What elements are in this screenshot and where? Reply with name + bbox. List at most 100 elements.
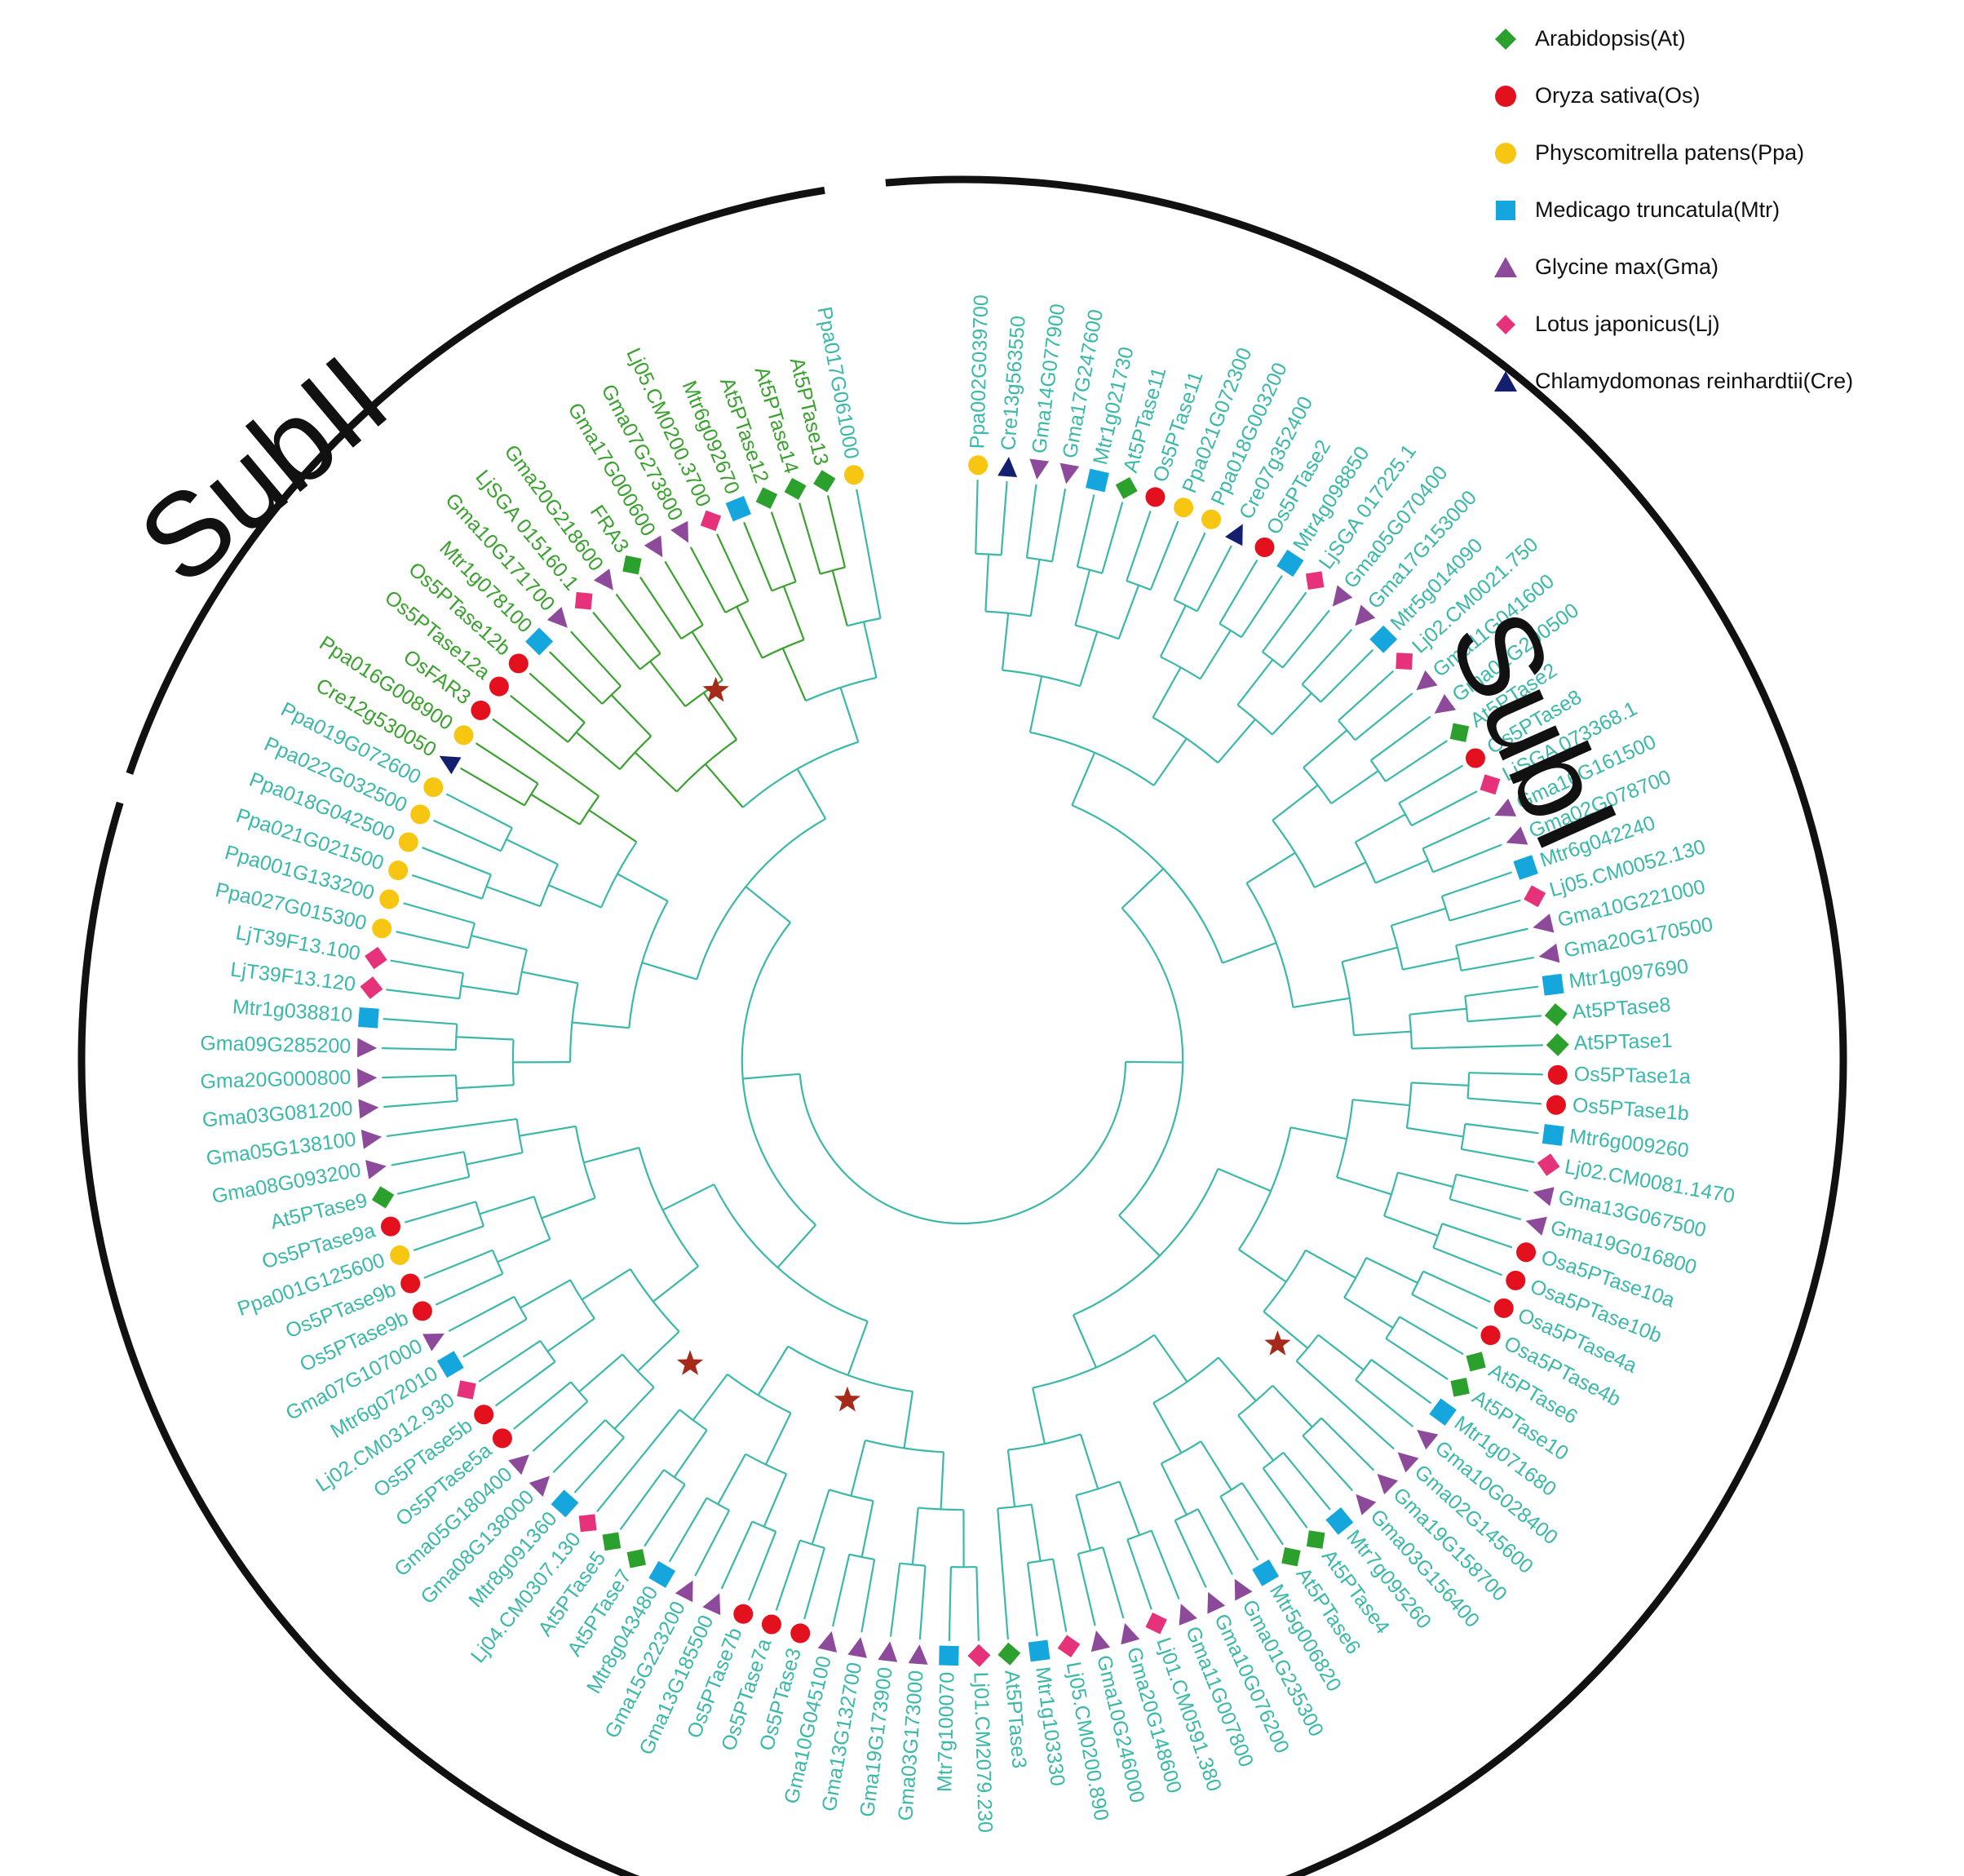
leaf-marker bbox=[1145, 487, 1166, 507]
tree-arc bbox=[745, 1453, 787, 1476]
leaf-marker bbox=[1525, 1216, 1547, 1236]
tree-branch bbox=[1402, 957, 1459, 971]
tree-branch bbox=[471, 934, 528, 951]
tree-branch bbox=[1126, 511, 1152, 582]
tree-branch bbox=[1336, 1176, 1392, 1196]
leaf-marker bbox=[423, 777, 444, 798]
leaf-marker bbox=[525, 627, 554, 656]
legend-item-mtr: Medicago truncatula(Mtr) bbox=[1493, 186, 1957, 243]
leaf-marker bbox=[1466, 1352, 1486, 1372]
tree-branch bbox=[1196, 545, 1232, 612]
tree-branch bbox=[1222, 941, 1276, 964]
leaf-marker bbox=[356, 1038, 378, 1058]
legend-item-gma: Glycine max(Gma) bbox=[1493, 243, 1957, 300]
tree-branch bbox=[391, 1151, 465, 1166]
leaf-label: Gma03G081200 bbox=[201, 1097, 354, 1132]
tree-branch bbox=[1409, 1007, 1467, 1015]
tree-branch bbox=[764, 1412, 792, 1466]
leaf-marker bbox=[1090, 1630, 1111, 1653]
tree-branch bbox=[1075, 1494, 1092, 1551]
tree-branch bbox=[615, 593, 661, 654]
legend-label: Physcomitrella patens(Ppa) bbox=[1535, 140, 1805, 165]
tree-branch bbox=[918, 1565, 927, 1640]
tree-branch bbox=[782, 586, 805, 640]
leaf-marker bbox=[422, 1333, 445, 1352]
tree-branch bbox=[717, 1453, 747, 1505]
leaf-marker bbox=[390, 1245, 410, 1265]
tree-branch bbox=[705, 763, 744, 808]
tree-branch bbox=[552, 1419, 606, 1473]
tree-branch bbox=[1152, 1402, 1183, 1453]
tree-branch bbox=[1411, 790, 1478, 827]
leaf-marker bbox=[908, 1644, 928, 1665]
tree-arc bbox=[762, 639, 805, 659]
tree-branch bbox=[1449, 1198, 1522, 1221]
leaf-marker bbox=[817, 1630, 838, 1653]
tree-branch bbox=[1449, 899, 1521, 922]
tree-branch bbox=[1237, 1414, 1275, 1462]
legend-label: Oryza sativa(Os) bbox=[1535, 83, 1701, 108]
tree-branch bbox=[1219, 1496, 1259, 1561]
tree-branch bbox=[445, 793, 513, 830]
tree-branch bbox=[581, 1268, 631, 1301]
tree-branch bbox=[691, 630, 723, 681]
leaf-label: Mtr1g038810 bbox=[232, 995, 353, 1026]
tree-arc bbox=[798, 1061, 1127, 1225]
tree-branch bbox=[462, 1318, 528, 1358]
tree-branch bbox=[1456, 1173, 1528, 1192]
tree-arc bbox=[569, 1279, 595, 1320]
tree-branch bbox=[781, 648, 807, 701]
tree-branch bbox=[583, 1147, 639, 1164]
tree-arc bbox=[574, 1126, 596, 1199]
tree-branch bbox=[541, 1197, 596, 1219]
navy-triangle-icon bbox=[1494, 371, 1517, 392]
leaf-marker bbox=[358, 1007, 379, 1029]
leaf-marker bbox=[967, 1644, 991, 1667]
tree-branch bbox=[1320, 648, 1374, 703]
tree-branch bbox=[1032, 1387, 1046, 1445]
tree-branch bbox=[1218, 1167, 1272, 1192]
leaf-label: Gma03G173000 bbox=[894, 1670, 927, 1821]
tree-branch bbox=[747, 1531, 777, 1601]
tree-branch bbox=[776, 1223, 816, 1268]
leaf-marker bbox=[1537, 1153, 1560, 1176]
tree-branch bbox=[1365, 1257, 1418, 1284]
tree-branch bbox=[548, 884, 602, 909]
tree-branch bbox=[1406, 1126, 1464, 1138]
tree-branch bbox=[1245, 852, 1296, 884]
tree-branch bbox=[1317, 1334, 1365, 1371]
legend-item-at: Arabidopsis(At) bbox=[1493, 15, 1957, 72]
tree-arc bbox=[1432, 1223, 1444, 1249]
tree-branch bbox=[435, 1272, 503, 1306]
tree-branch bbox=[1352, 1099, 1410, 1107]
leaf-marker bbox=[1524, 885, 1546, 908]
tree-arc bbox=[724, 600, 749, 613]
tree-branch bbox=[570, 630, 621, 687]
tree-arc bbox=[727, 1374, 792, 1414]
tree-arc bbox=[1343, 1257, 1368, 1299]
tree-branch bbox=[634, 751, 678, 793]
tree-arc bbox=[1411, 1271, 1424, 1295]
leaf-marker bbox=[1174, 498, 1194, 518]
tree-branch bbox=[1397, 1171, 1453, 1188]
tree-branch bbox=[1271, 692, 1312, 736]
tree-branch bbox=[984, 554, 990, 612]
tree-branch bbox=[510, 695, 569, 743]
leaf-marker bbox=[1542, 1124, 1564, 1146]
tree-branch bbox=[497, 1238, 551, 1263]
tree-branch bbox=[1330, 770, 1379, 804]
tree-branch bbox=[1455, 927, 1528, 947]
tree-arc bbox=[1354, 841, 1377, 883]
tree-arc bbox=[578, 795, 600, 825]
tree-branch bbox=[613, 1386, 655, 1430]
leaf-marker bbox=[412, 1301, 432, 1321]
tree-arc bbox=[1076, 1480, 1120, 1497]
tree-branch bbox=[745, 886, 791, 923]
leaf-marker bbox=[1434, 694, 1457, 714]
tree-arc bbox=[458, 972, 465, 999]
leaf-marker bbox=[1396, 653, 1413, 670]
tree-branch bbox=[1370, 715, 1431, 762]
tree-branch bbox=[1118, 1215, 1161, 1257]
tree-arc bbox=[849, 1553, 875, 1560]
tree-arc bbox=[1077, 1546, 1104, 1555]
